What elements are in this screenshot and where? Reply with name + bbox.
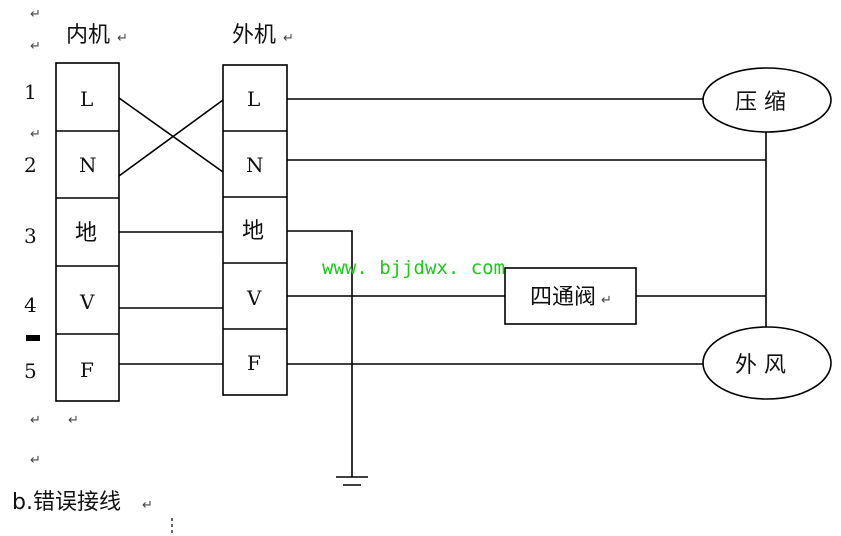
row-number-1: 1 xyxy=(24,80,37,104)
paragraph-mark: ↵ xyxy=(283,31,294,46)
four-way-valve: 四通阀 ↵ xyxy=(504,267,637,325)
black-mark xyxy=(26,335,40,341)
watermark: www. bjjdwx. com xyxy=(322,257,505,279)
paragraph-mark: ↵ xyxy=(30,39,41,54)
ground-wire xyxy=(287,230,353,477)
compressor-label: 压 缩 xyxy=(735,90,786,115)
row-numbers: 1 2 3 4 5 xyxy=(24,80,37,383)
paragraph-mark: ↵ xyxy=(30,413,41,428)
wiring xyxy=(118,97,767,486)
caption: b.错误接线 xyxy=(12,490,121,515)
outdoor-block-frame xyxy=(222,64,288,396)
indoor-terminal-V: V xyxy=(79,290,95,314)
cross-wire-L-to-N xyxy=(118,97,224,173)
paragraph-marks: ↵ ↵ ↵ ↵ ↵ ↵ xyxy=(26,7,79,468)
outdoor-header: 外机 xyxy=(232,23,276,48)
outdoor-fan: 外 风 xyxy=(702,326,832,400)
paragraph-mark: ↵ xyxy=(117,31,128,46)
outdoor-terminal-L: L xyxy=(247,87,260,111)
indoor-terminal-L: L xyxy=(80,87,93,111)
indoor-terminal-F: F xyxy=(80,358,94,382)
four-way-valve-box xyxy=(504,267,637,325)
indoor-terminal-block: L N 地 V F xyxy=(55,62,120,402)
compressor: 压 缩 xyxy=(702,67,832,133)
outdoor-terminal-N: N xyxy=(246,153,264,177)
paragraph-mark: ↵ xyxy=(601,293,612,308)
outdoor-terminal-V: V xyxy=(246,286,262,310)
indoor-terminal-ground: 地 xyxy=(75,221,97,246)
paragraph-mark: ↵ xyxy=(30,7,41,22)
indoor-block-frame xyxy=(55,62,120,402)
row-number-4: 4 xyxy=(24,293,37,317)
paragraph-mark: ↵ xyxy=(142,498,153,513)
row-number-2: 2 xyxy=(24,153,37,177)
paragraph-mark: ↵ xyxy=(68,413,79,428)
four-way-valve-label: 四通阀 xyxy=(530,285,596,310)
indoor-header: 内机 xyxy=(66,23,110,48)
paragraph-mark: ↵ xyxy=(30,127,41,142)
outdoor-terminal-ground: 地 xyxy=(242,219,264,244)
compressor-ellipse xyxy=(702,67,832,133)
row-number-5: 5 xyxy=(24,359,37,383)
indoor-terminal-N: N xyxy=(79,153,97,177)
paragraph-mark: ↵ xyxy=(30,453,41,468)
outdoor-fan-label: 外 风 xyxy=(735,353,786,378)
cross-wire-N-to-L xyxy=(118,99,224,177)
row-number-3: 3 xyxy=(24,224,37,248)
outdoor-fan-ellipse xyxy=(702,326,832,400)
outdoor-terminal-F: F xyxy=(247,351,261,375)
outdoor-terminal-block: L N 地 V F xyxy=(222,64,288,396)
